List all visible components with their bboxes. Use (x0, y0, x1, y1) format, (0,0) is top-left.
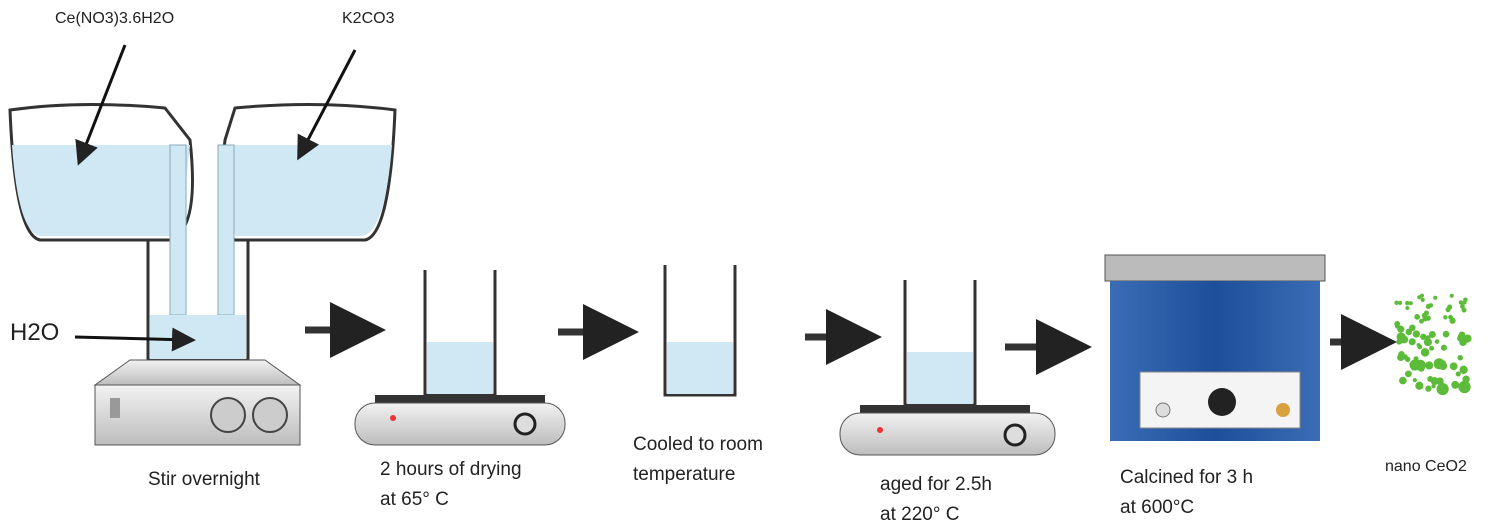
particle (1420, 333, 1427, 340)
particle (1405, 300, 1410, 306)
step-1-label: Stir overnight (148, 469, 260, 490)
particle (1462, 375, 1470, 383)
reagent-label-ce-nitrate: Ce(NO3)3.6H2O (55, 10, 175, 27)
step-3-line1: Cooled to room (633, 434, 763, 455)
particle (1434, 339, 1440, 344)
stir-beaker (146, 240, 250, 362)
particle (1441, 386, 1448, 392)
particle (1412, 330, 1420, 338)
particle (1463, 334, 1472, 343)
particle (1420, 347, 1430, 357)
particle (1455, 371, 1461, 377)
particle (1396, 332, 1405, 341)
particle (1412, 378, 1417, 383)
step-5-label: Calcined for 3 h at 600°C (1120, 463, 1253, 523)
step-5-line2: at 600°C (1120, 497, 1195, 518)
particle (1429, 345, 1435, 351)
particle (1414, 313, 1421, 320)
magnetic-stirrer (93, 359, 302, 446)
drying-beaker (423, 270, 497, 397)
particle (1428, 303, 1434, 308)
step-2-line2: at 65° C (380, 489, 449, 510)
pour-streams (169, 144, 235, 316)
particle (1408, 301, 1413, 306)
step-4-label: aged for 2.5h at 220° C (880, 470, 992, 528)
particle (1422, 314, 1427, 319)
particle (1398, 351, 1405, 358)
particle (1425, 385, 1432, 392)
particle (1398, 300, 1403, 305)
particle (1458, 300, 1464, 305)
particle (1431, 383, 1436, 389)
particle (1458, 331, 1466, 338)
reagent-label-k2co3: K2CO3 (342, 10, 395, 27)
particle (1430, 377, 1439, 385)
particle (1459, 365, 1468, 374)
step-4-line2: at 220° C (880, 504, 960, 525)
particle (1405, 305, 1410, 310)
particle (1462, 300, 1467, 305)
water-label: H2O (10, 319, 60, 346)
particle (1397, 325, 1405, 333)
step-4-line1: aged for 2.5h (880, 474, 992, 495)
particle (1425, 361, 1434, 370)
product-label: nano CeO2 (1385, 458, 1467, 475)
particle (1416, 343, 1421, 348)
particle (1428, 331, 1436, 338)
particle (1414, 359, 1426, 371)
particle (1394, 300, 1399, 305)
particle (1423, 338, 1432, 347)
particle (1404, 370, 1412, 378)
right-flask (220, 102, 397, 242)
particle (1443, 315, 1448, 320)
particle (1436, 377, 1444, 386)
particle (1404, 356, 1411, 362)
particle (1460, 304, 1465, 309)
furnace (1104, 254, 1326, 441)
particle (1408, 338, 1416, 346)
step-2-line1: 2 hours of drying (380, 459, 522, 480)
particle (1451, 380, 1460, 389)
hotplate-1 (354, 395, 566, 446)
left-flask (8, 102, 194, 242)
nano-particles (1394, 293, 1472, 396)
particle (1409, 324, 1416, 332)
particle (1419, 293, 1425, 298)
particle (1420, 297, 1425, 303)
particle (1442, 330, 1450, 338)
particle (1449, 362, 1458, 371)
process-arrows (305, 302, 1397, 375)
particle (1457, 354, 1463, 361)
step-3-label: Cooled to room temperature (633, 430, 763, 490)
aging-beaker (903, 280, 977, 407)
particle (1394, 324, 1400, 329)
hotplate-2 (839, 405, 1056, 456)
step-5-line1: Calcined for 3 h (1120, 467, 1254, 488)
particle (1440, 344, 1448, 351)
step-2-label: 2 hours of drying at 65° C (380, 455, 522, 515)
particle (1433, 358, 1445, 370)
step-3-line2: temperature (633, 464, 736, 485)
particle (1458, 380, 1471, 394)
cooling-beaker (663, 265, 737, 397)
particle (1415, 381, 1424, 390)
label-arrows (74, 44, 357, 352)
particle (1419, 318, 1424, 324)
particle (1425, 335, 1431, 341)
particle (1461, 307, 1467, 313)
particle (1447, 304, 1453, 310)
particle (1449, 293, 1454, 298)
particle (1448, 314, 1453, 320)
particle (1399, 376, 1407, 385)
particle (1433, 295, 1438, 300)
